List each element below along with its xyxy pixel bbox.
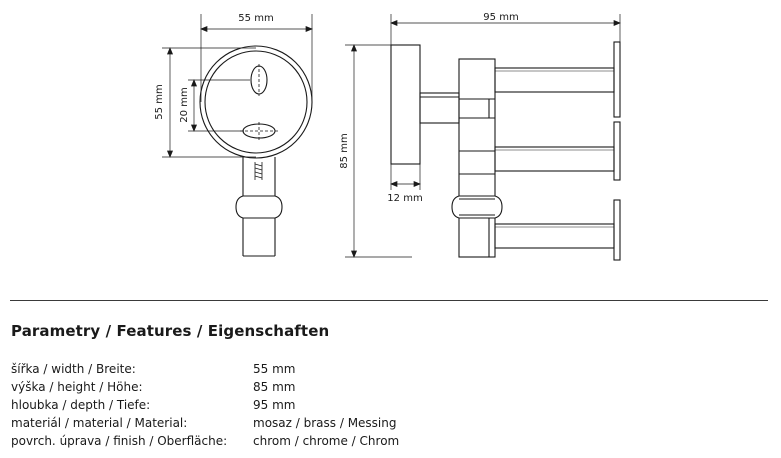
spec-label: materiál / material / Material: [11,416,188,430]
swivel-body [458,58,496,258]
spec-label: povrch. úprava / finish / Oberfläche: [11,434,228,448]
rosette-outer [199,45,313,159]
spec-value: chrom / chrome / Chrom [253,434,400,448]
spec-value: 55 mm [253,362,296,376]
side-height-dim: 85 mm [339,133,350,168]
rosette-inner [204,50,308,154]
spec-label: hloubka / depth / Tiefe: [11,398,151,412]
wall-plate [390,44,421,165]
towel-arm-middle [494,121,621,181]
front-width-dim: 55 mm [238,13,273,24]
hole-spacing-dim: 20 mm [179,87,190,122]
plate-thickness-dim: 12 mm [387,193,422,204]
towel-arm-bottom [494,199,621,261]
spec-value: mosaz / brass / Messing [253,416,397,430]
front-height-dim: 55 mm [154,84,165,119]
spec-value: 95 mm [253,398,296,412]
spec-value: 85 mm [253,380,296,394]
section-divider [10,300,768,301]
front-dimensions [162,14,313,158]
side-depth-dim: 95 mm [483,12,518,23]
technical-drawing: 55 mm 55 mm 20 mm [154,12,621,261]
towel-arm-top [494,41,621,118]
features-title: Parametry / Features / Eigenschaften [11,322,330,340]
side-view [390,41,621,261]
spec-label: výška / height / Höhe: [11,380,143,394]
side-dimensions [345,14,621,258]
spec-label: šířka / width / Breite: [11,362,136,376]
front-view [199,45,313,257]
